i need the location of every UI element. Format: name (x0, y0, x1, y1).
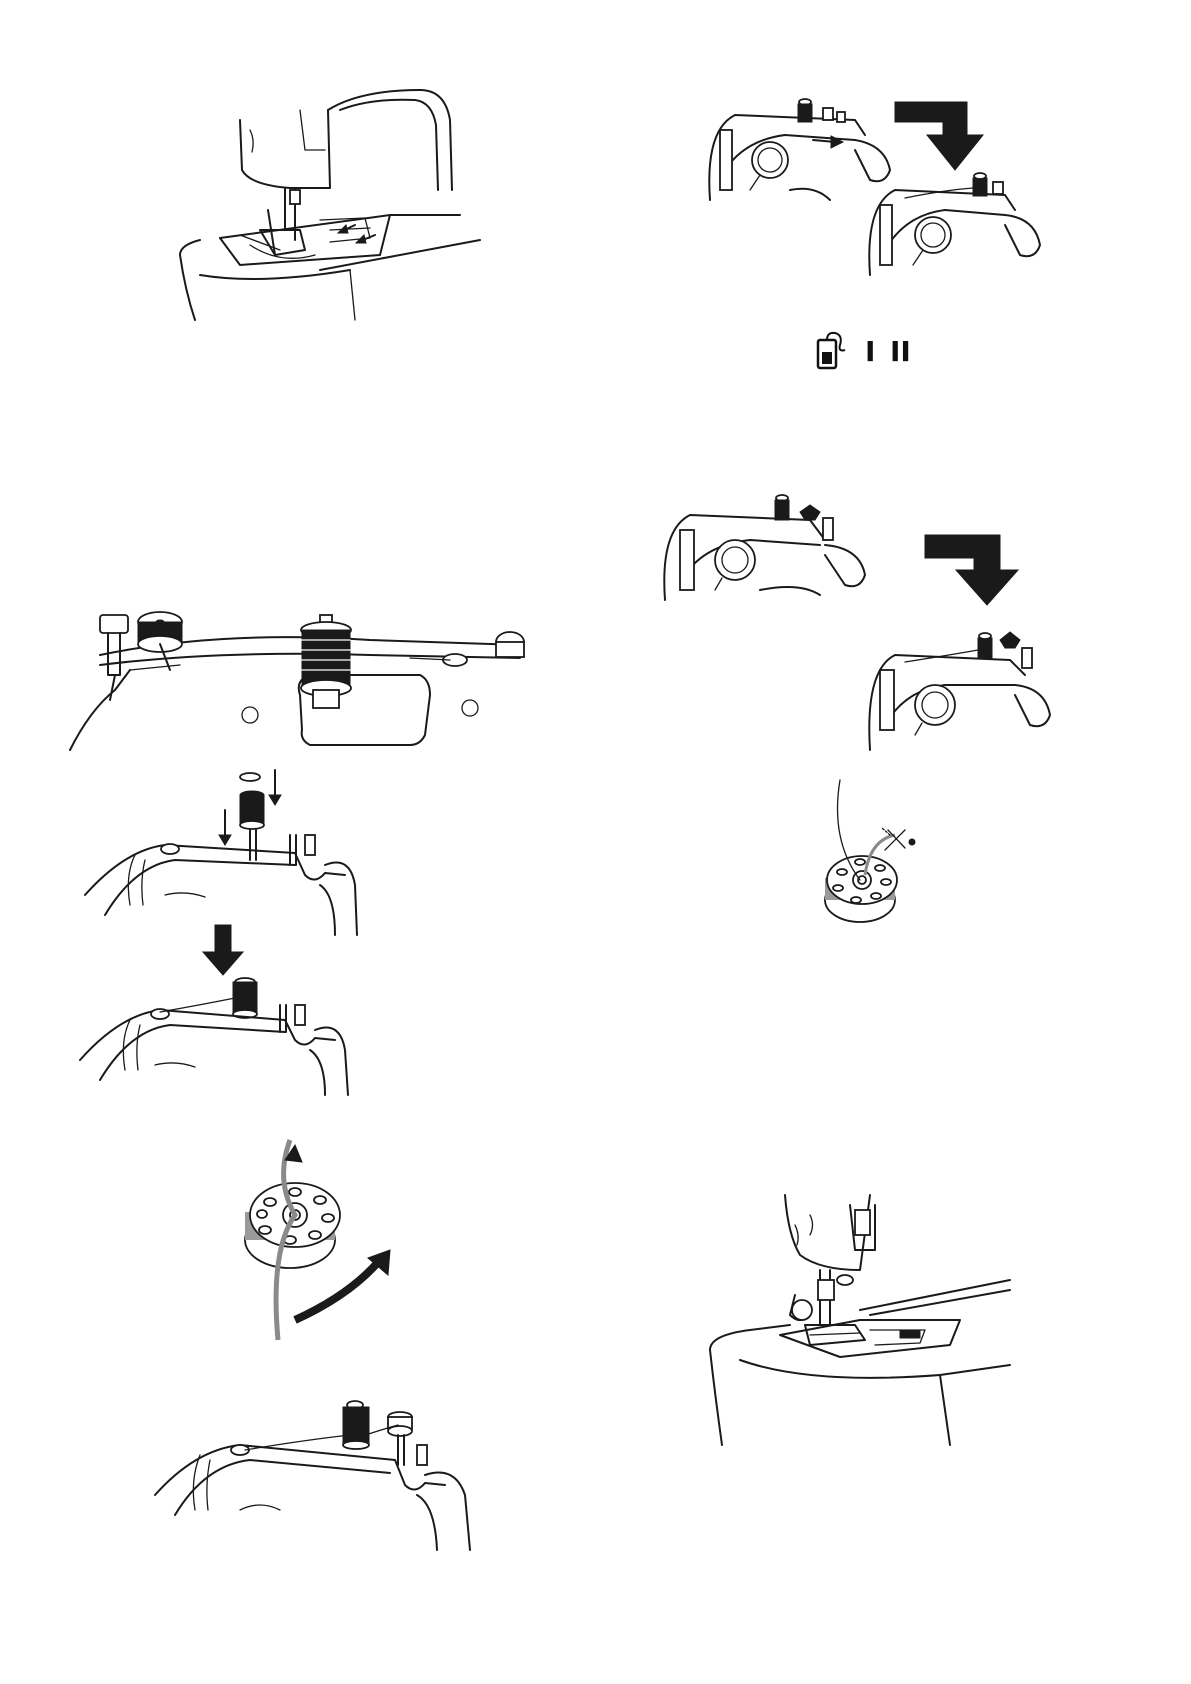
speed-setting-one: I (865, 338, 875, 366)
bobbin-winder-symbol-icon (815, 330, 855, 375)
presser-foot-icon (710, 1195, 1010, 1445)
bobbin-thread-hole-icon (240, 1140, 430, 1340)
needle-plate-arrow-figure (180, 80, 480, 320)
spool-placing-figure (85, 765, 375, 935)
winder-step-figure (660, 490, 1080, 755)
spool-placed-figure (80, 920, 370, 1095)
bobbin-on-winder-figure (155, 1395, 505, 1550)
speed-setting-two: II (890, 338, 911, 366)
spool-on-pin-icon (85, 765, 375, 935)
bobbin-cut-thread-figure (820, 780, 940, 945)
bobbin-thread-hole-figure (240, 1140, 430, 1340)
bobbin-winder-switch-symbol: I II (815, 330, 925, 375)
spool-pin-top-view-icon (70, 600, 540, 750)
bobbin-winder-tension-icon (660, 490, 1080, 755)
thread-guide-step-figure (705, 90, 1065, 280)
thread-guide-icon (705, 90, 1065, 280)
spool-on-pin-icon (80, 920, 370, 1095)
spool-pins-top-view-figure (70, 600, 540, 750)
scissors-cut-thread-icon (820, 780, 940, 945)
presser-foot-figure (710, 1195, 1010, 1445)
bobbin-winder-icon (155, 1395, 505, 1550)
sewing-machine-needle-area-icon (180, 80, 480, 320)
